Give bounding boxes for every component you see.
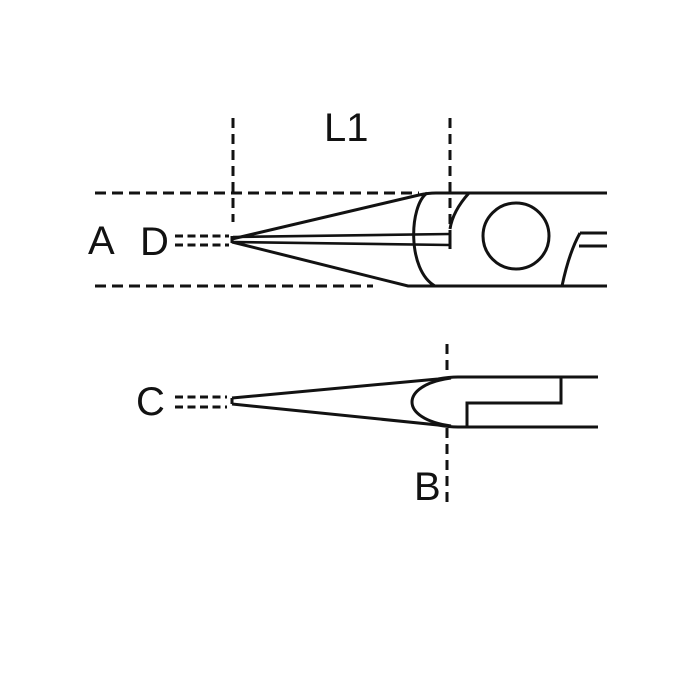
- jaw-seam-upper-line: [232, 232, 451, 239]
- top-view: [175, 344, 598, 503]
- head-left-arc: [412, 191, 436, 288]
- label-b: B: [414, 465, 441, 509]
- label-c: C: [136, 380, 165, 424]
- jaw-root-curve: [410, 376, 452, 428]
- label-d: D: [140, 220, 169, 264]
- label-a: A: [88, 219, 115, 263]
- label-l1: L1: [324, 106, 369, 150]
- movable-jaw-rear-arc: [448, 191, 471, 230]
- pivot-circle: [481, 201, 551, 271]
- head-right-arc: [560, 232, 582, 287]
- side-view: [95, 118, 607, 288]
- jaw-seam-lower-line: [232, 240, 451, 247]
- top-view-lower-outline: [231, 402, 598, 429]
- side-view-lower-jaw-outline: [231, 240, 607, 288]
- side-view-upper-jaw-outline: [231, 191, 607, 241]
- joint-step-outline: [465, 377, 563, 427]
